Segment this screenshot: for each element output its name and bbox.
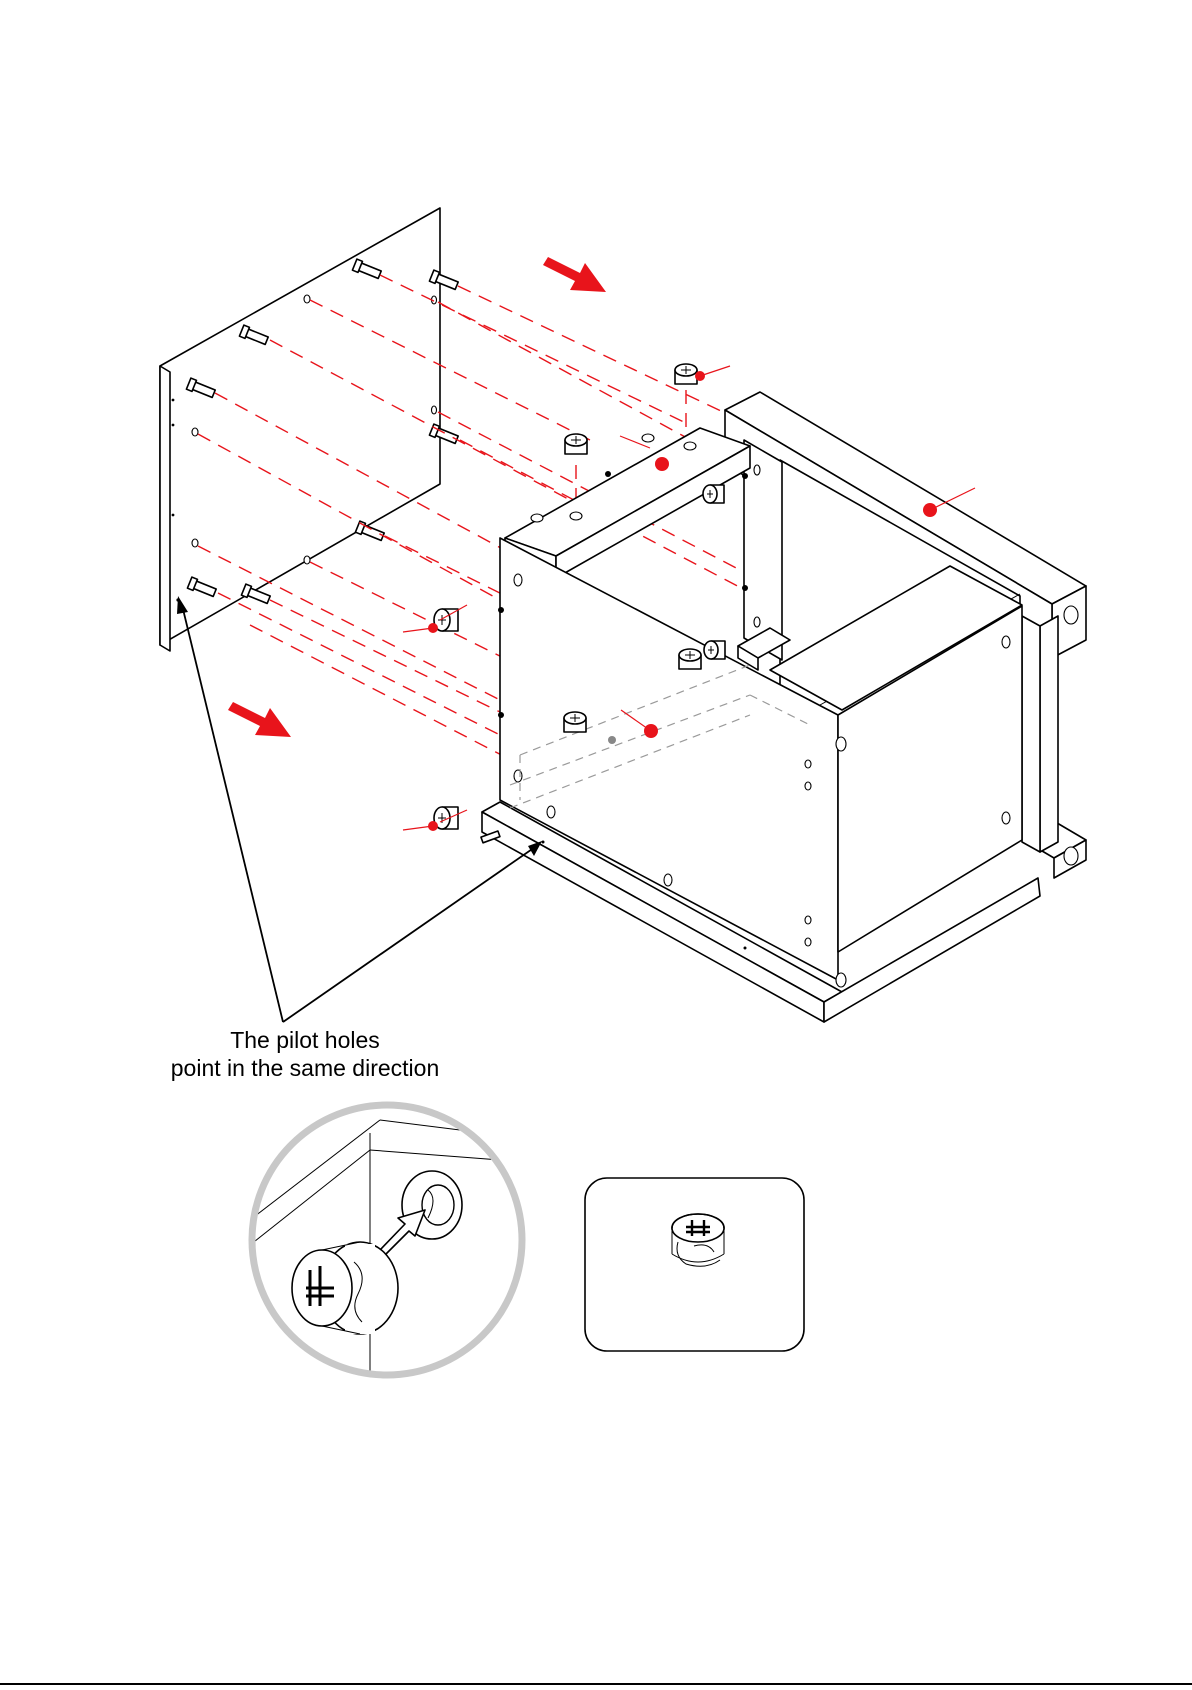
caption-line-2: point in the same direction <box>120 1054 490 1082</box>
fitting-detail-box <box>585 1178 804 1351</box>
direction-arrow-top <box>543 257 606 292</box>
direction-arrow-bottom <box>228 702 291 737</box>
left-side-panel <box>160 208 459 651</box>
caption-line-1: The pilot holes <box>120 1026 490 1054</box>
cabinet-body <box>481 392 1086 1022</box>
pilot-hole-caption: The pilot holes point in the same direct… <box>120 1026 490 1082</box>
zoom-detail-circle <box>250 1100 530 1380</box>
